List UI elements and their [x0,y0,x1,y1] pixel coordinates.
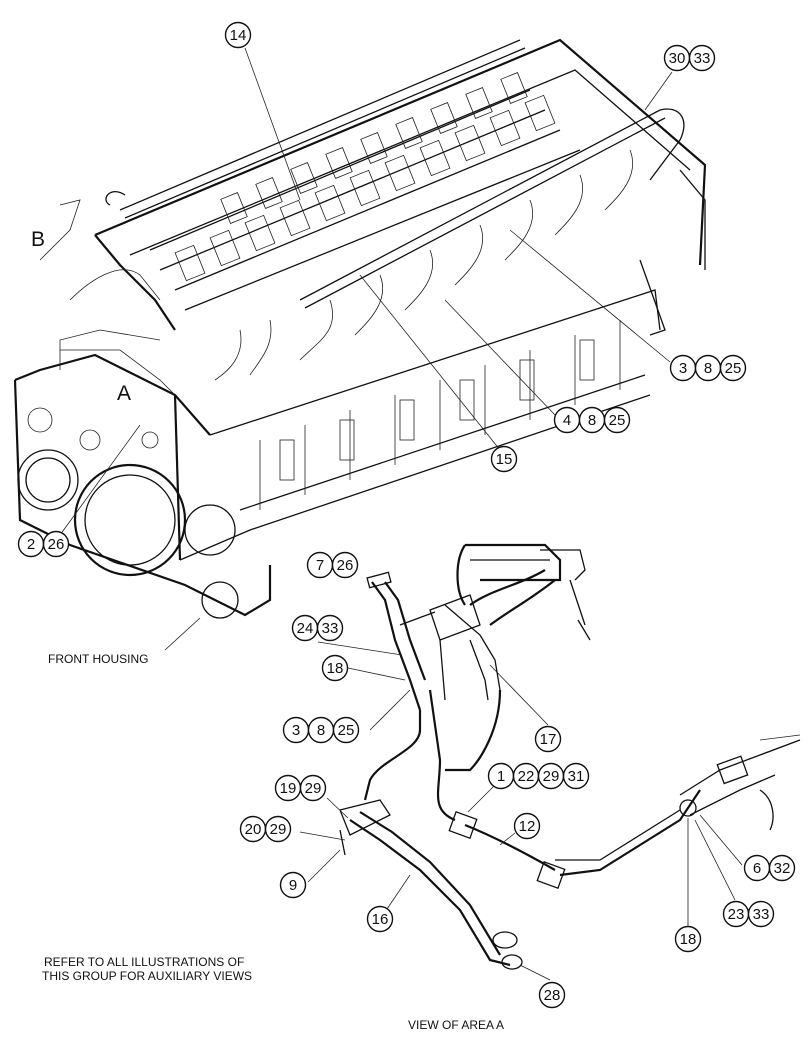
callout-number: 7 [316,557,324,574]
callout-number: 6 [753,860,761,877]
callout-number: 29 [305,780,322,797]
engine-block [13,38,707,619]
front-housing-caption: FRONT HOUSING [48,652,149,666]
callout-circle [719,354,747,382]
callout-circle [264,815,292,843]
callout-circle [513,812,541,840]
callout-number: 16 [372,911,389,928]
callout-circle [366,905,394,933]
callout-circle [321,654,349,682]
callout-number: 25 [725,360,742,377]
callout-24-33: 24 33 [291,614,344,642]
callout-circle [299,774,327,802]
view-area-caption: VIEW OF AREA A [408,1018,505,1032]
area-b-label: B [31,228,46,251]
callout-6-32: 6 32 [743,854,796,882]
refer-caption-line2: THIS GROUP FOR AUXILIARY VIEWS [42,969,253,983]
callout-number: 17 [540,731,557,748]
callout-30-33: 30 33 [663,44,716,72]
callout-number: 12 [519,818,536,835]
callout-circle [332,716,360,744]
callout-number: 25 [338,722,355,739]
callout-circle [538,981,566,1009]
callout-number: 28 [544,987,561,1004]
callout-12: 12 [513,812,541,840]
callout-28: 28 [538,981,566,1009]
callout-number: 8 [588,412,596,429]
callout-number: 1 [497,768,505,785]
callout-number: 26 [337,557,354,574]
callout-circle [747,900,775,928]
refer-caption-line1: REFER TO ALL ILLUSTRATIONS OF [44,955,245,969]
callout-number: 26 [48,536,65,553]
callout-number: 18 [327,660,344,677]
callout-2-26: 2 26 [17,530,70,558]
callout-number: 31 [568,768,585,785]
callout-18: 18 [674,925,702,953]
callout-number: 4 [563,412,571,429]
callout-circle [603,406,631,434]
callout-circle [331,551,359,579]
callout-number: 33 [322,620,339,637]
callout-18: 18 [321,654,349,682]
callout-7-26: 7 26 [306,551,359,579]
callout-number: 20 [245,821,262,838]
callout-17: 17 [534,725,562,753]
callout-number: 22 [518,768,535,785]
callout-number: 3 [292,722,300,739]
callout-number: 2 [27,536,35,553]
callout-circle [674,925,702,953]
callout-number: 14 [230,27,247,44]
callout-number: 29 [543,768,560,785]
callout-9: 9 [279,871,307,899]
callout-number: 8 [317,722,325,739]
callout-number: 24 [297,620,314,637]
leader-lines [59,47,743,981]
callout-number: 29 [270,821,287,838]
callout-circle [224,21,252,49]
area-a-detail [339,543,801,970]
callout-number: 8 [704,360,712,377]
callout-circle [534,725,562,753]
callout-number: 15 [496,451,513,468]
callout-23-33: 23 33 [722,900,775,928]
callout-number: 9 [289,877,297,894]
callout-1-22-29-31: 1 22 29 31 [487,762,590,790]
callout-number: 19 [280,780,297,797]
callout-circle [42,530,70,558]
callout-number: 25 [609,412,626,429]
callout-circle [768,854,796,882]
callout-number: 32 [774,860,791,877]
callout-circle [562,762,590,790]
callout-circle [279,871,307,899]
callout-circle [316,614,344,642]
callout-number: 30 [669,50,686,67]
callout-number: 23 [728,906,745,923]
callout-number: 18 [680,931,697,948]
callout-number: 3 [679,360,687,377]
callout-circle [490,445,518,473]
callout-15: 15 [490,445,518,473]
callout-16: 16 [366,905,394,933]
callout-number: 33 [694,50,711,67]
callout-number: 33 [753,906,770,923]
callout-14: 14 [224,21,252,49]
area-a-label: A [117,382,132,405]
callout-circle [688,44,716,72]
